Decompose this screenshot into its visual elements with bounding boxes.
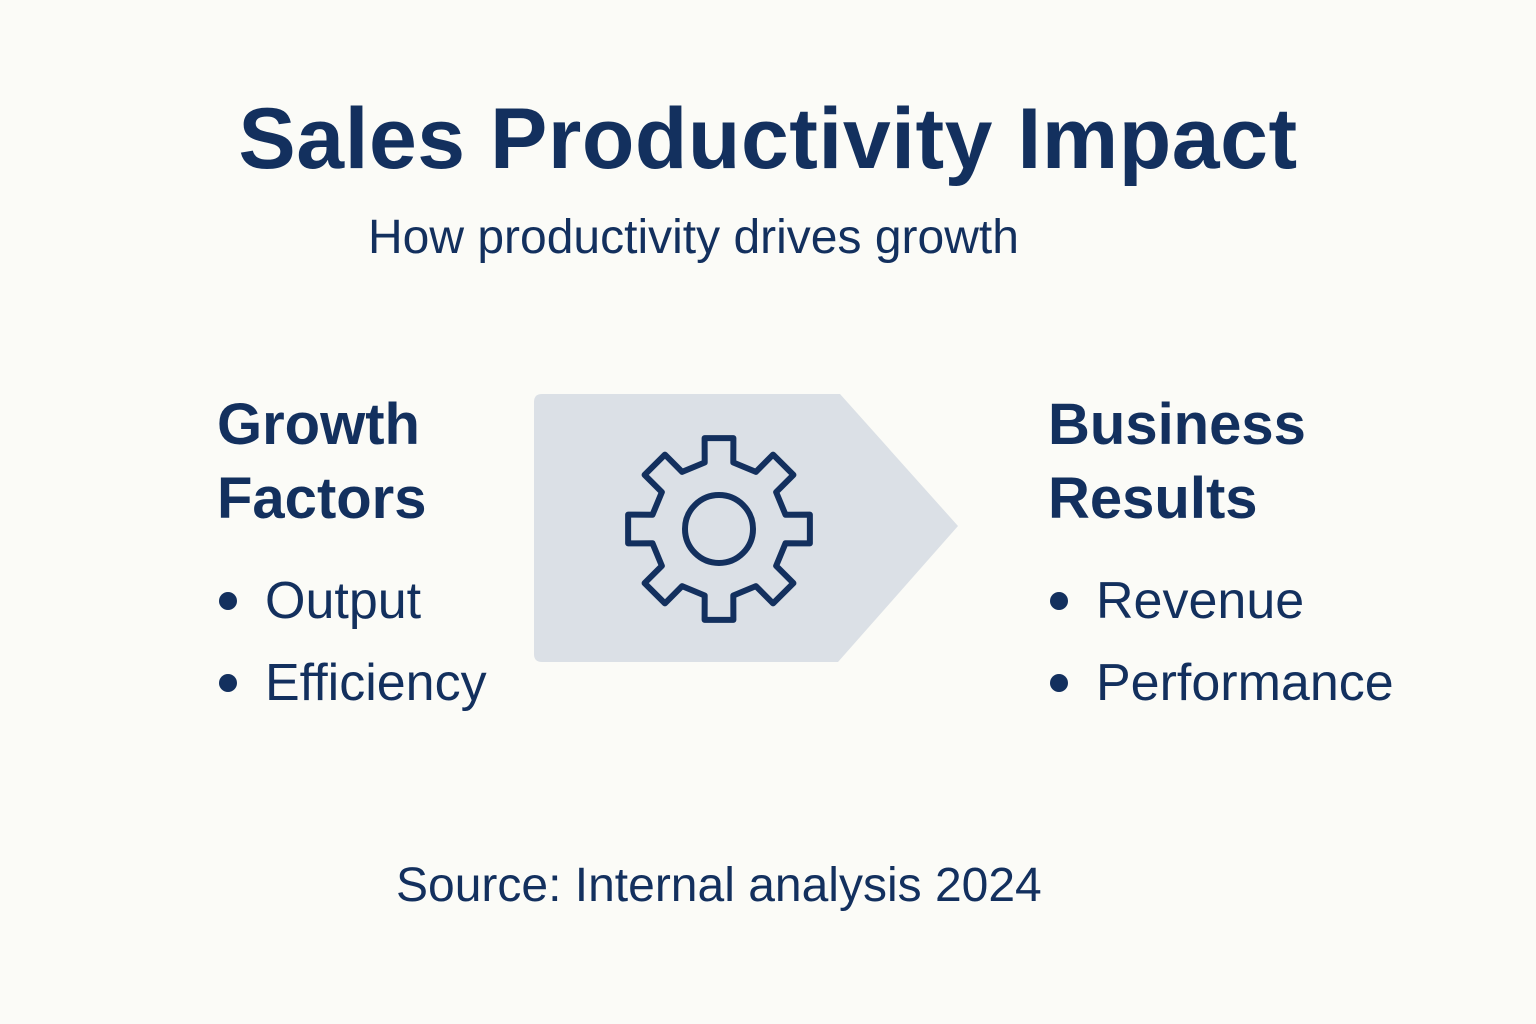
gear-icon [625, 435, 813, 623]
bullet-icon [219, 592, 237, 610]
business-results-heading: Business Results [1048, 388, 1394, 536]
page-title: Sales Productivity Impact [238, 91, 1298, 187]
bullet-icon [1050, 592, 1068, 610]
list-item: Revenue [1048, 560, 1394, 642]
source-note: Source: Internal analysis 2024 [396, 859, 1042, 912]
list-item: Output [217, 560, 487, 642]
list-item-label: Efficiency [265, 654, 487, 712]
arrow-shape [534, 394, 958, 662]
business-results-heading-line1: Business [1048, 392, 1306, 457]
growth-factors-column: Growth Factors Output Efficiency [217, 388, 487, 724]
page-subtitle: How productivity drives growth [368, 211, 1019, 264]
growth-factors-list: Output Efficiency [217, 560, 487, 724]
list-item-label: Revenue [1096, 572, 1305, 630]
bullet-icon [1050, 674, 1068, 692]
growth-factors-heading-line2: Factors [217, 466, 427, 531]
process-arrow-graphic [534, 394, 958, 662]
list-item-label: Performance [1096, 654, 1394, 712]
list-item: Performance [1048, 642, 1394, 724]
bullet-icon [219, 674, 237, 692]
growth-factors-heading: Growth Factors [217, 388, 487, 536]
growth-factors-heading-line1: Growth [217, 392, 420, 457]
list-item: Efficiency [217, 642, 487, 724]
business-results-column: Business Results Revenue Performance [1048, 388, 1394, 724]
business-results-heading-line2: Results [1048, 466, 1258, 531]
business-results-list: Revenue Performance [1048, 560, 1394, 724]
list-item-label: Output [265, 572, 422, 630]
